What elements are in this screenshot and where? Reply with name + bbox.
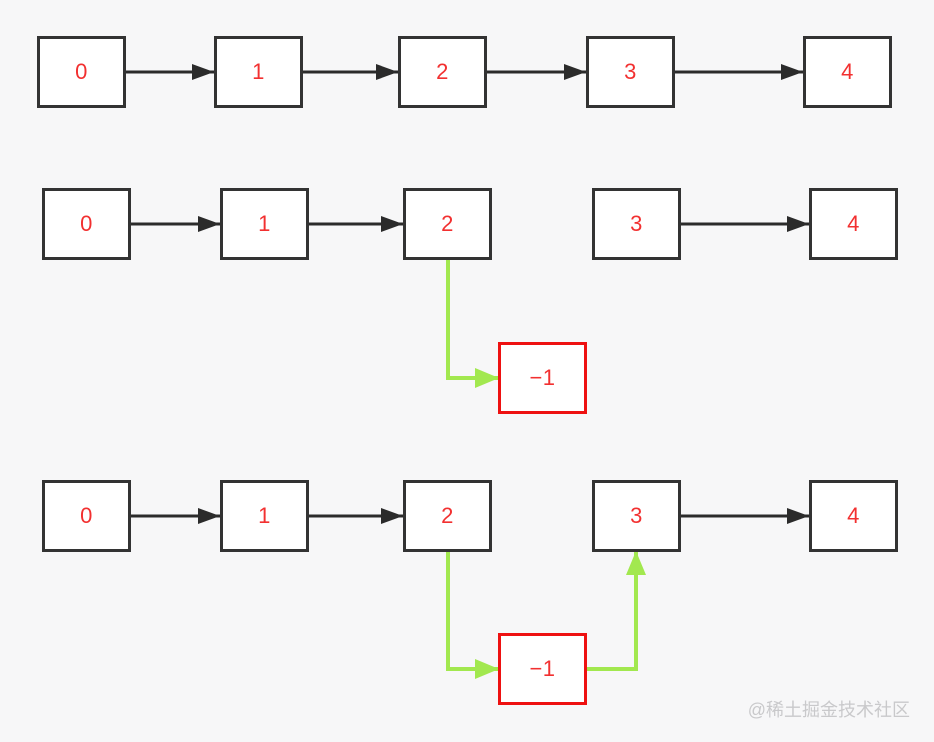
list-node: 1 <box>214 36 303 108</box>
inserted-list-node: −1 <box>498 633 587 705</box>
node-value: 2 <box>441 211 454 236</box>
node-value: 3 <box>630 503 643 528</box>
list-node: 2 <box>403 188 492 260</box>
watermark: @稀土掘金技术社区 <box>747 700 910 720</box>
node-value: 1 <box>258 503 271 528</box>
node-value: 0 <box>75 59 88 84</box>
node-value: 2 <box>436 59 449 84</box>
insert-pointer-arrow <box>587 551 646 671</box>
insert-pointer-arrow <box>446 552 499 679</box>
node-value: 3 <box>630 211 643 236</box>
list-node: 3 <box>592 188 681 260</box>
list-node: 0 <box>42 480 131 552</box>
list-node: 2 <box>398 36 487 108</box>
list-node: 0 <box>37 36 126 108</box>
list-node: 2 <box>403 480 492 552</box>
list-node: 4 <box>809 188 898 260</box>
list-node: 3 <box>586 36 675 108</box>
node-value: 1 <box>252 59 265 84</box>
node-value: 4 <box>841 59 854 84</box>
list-node: 4 <box>803 36 892 108</box>
list-node: 1 <box>220 480 309 552</box>
node-value: 1 <box>258 211 271 236</box>
node-value: 4 <box>847 211 860 236</box>
list-node: 1 <box>220 188 309 260</box>
node-value: 0 <box>80 503 93 528</box>
node-value: −1 <box>529 365 556 390</box>
list-node: 3 <box>592 480 681 552</box>
node-value: 3 <box>624 59 637 84</box>
insert-pointer-arrow <box>446 260 499 388</box>
node-value: 0 <box>80 211 93 236</box>
node-value: 4 <box>847 503 860 528</box>
node-value: −1 <box>529 656 556 681</box>
list-node: 4 <box>809 480 898 552</box>
node-value: 2 <box>441 503 454 528</box>
list-node: 0 <box>42 188 131 260</box>
inserted-list-node: −1 <box>498 342 587 414</box>
